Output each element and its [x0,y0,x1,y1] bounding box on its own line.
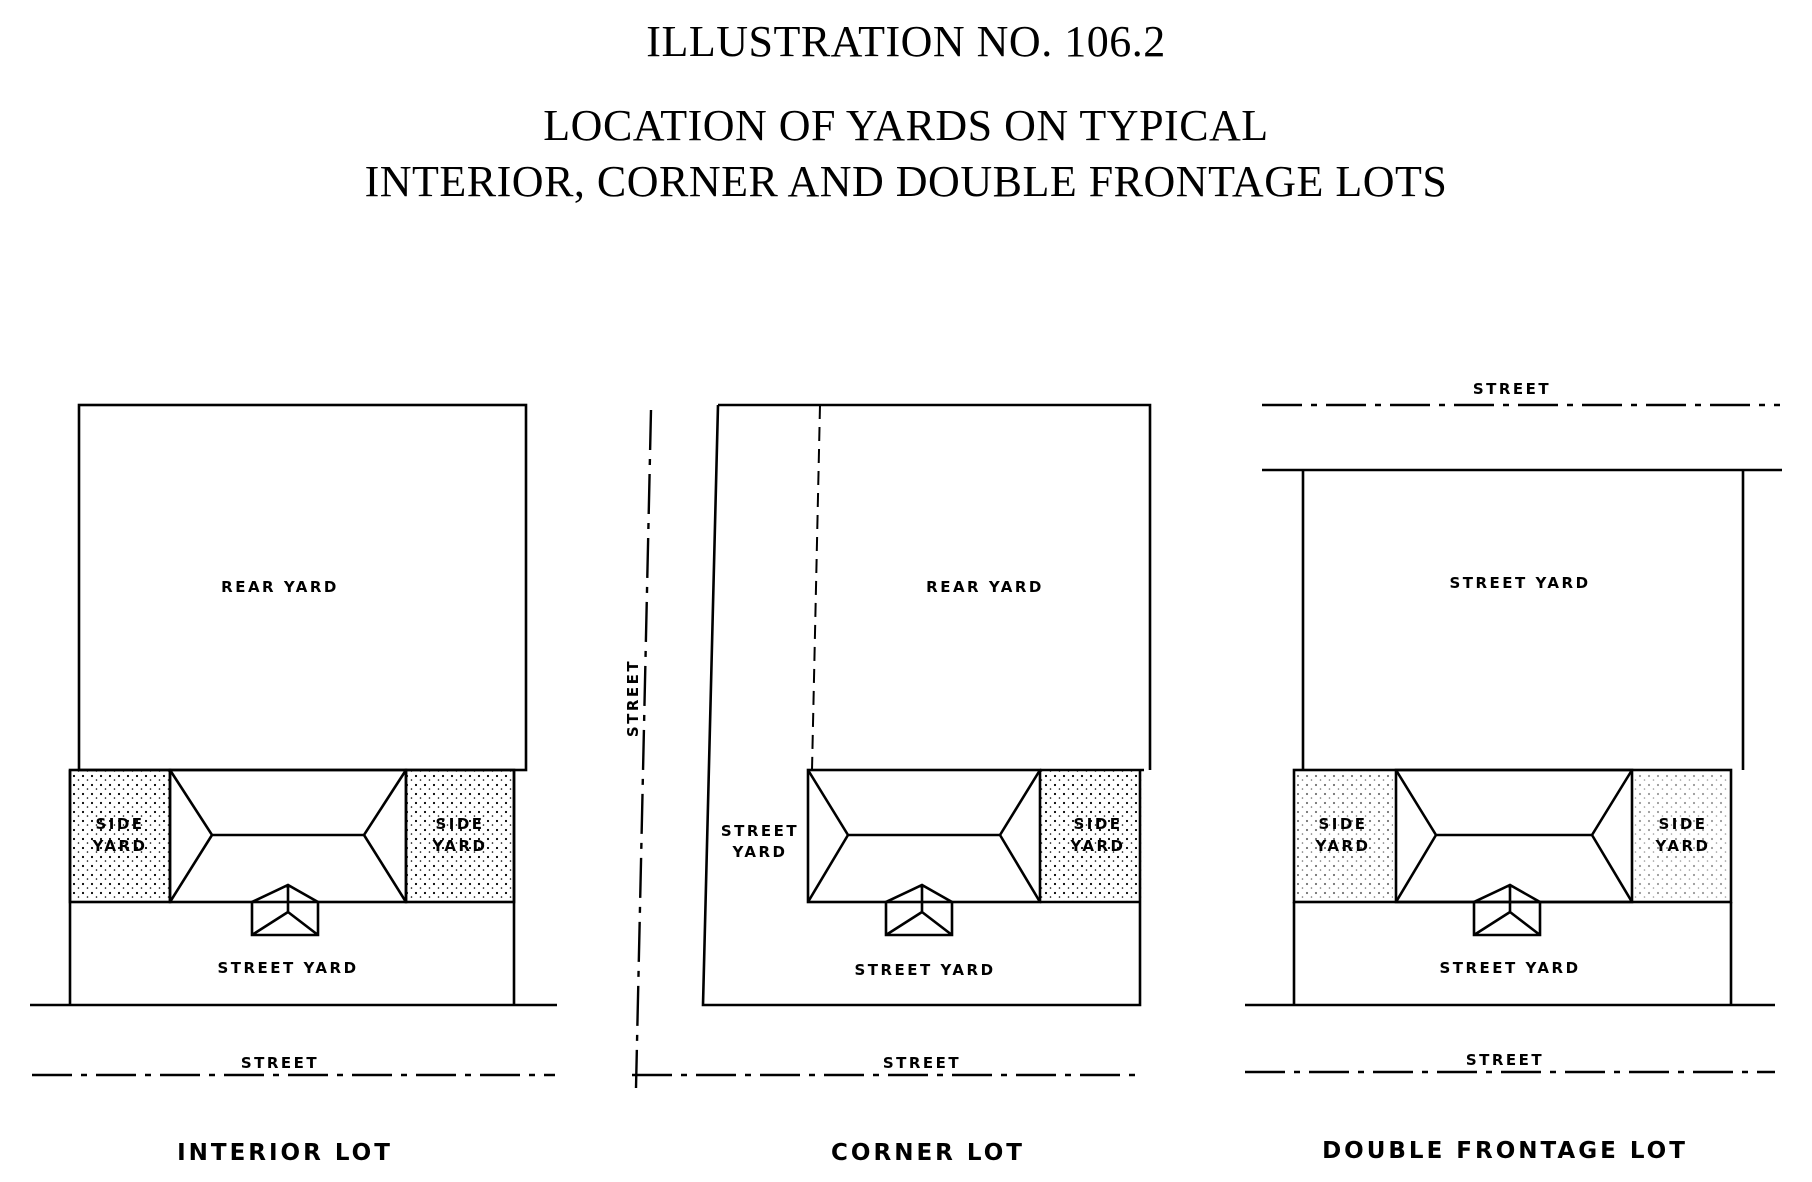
double-street-yard-front-label: STREET YARD [1439,959,1580,977]
double-side-yard-left-label-2: YARD [1314,837,1370,855]
interior-side-yard-right-area [406,770,514,902]
double-frontage-lot-caption: DOUBLE FRONTAGE LOT [1322,1138,1688,1164]
interior-street-label: STREET [241,1054,319,1072]
corner-side-yard-label-2: YARD [1069,837,1125,855]
double-house [1394,768,1634,937]
interior-side-yard-right-label-1: SIDE [435,815,484,833]
corner-side-street-line [634,409,653,1089]
title-line-1: LOCATION OF YARDS ON TYPICAL [543,101,1269,150]
corner-side-yard-label-1: SIDE [1073,815,1122,833]
double-side-yard-right-area [1633,773,1728,899]
illustration-number: ILLUSTRATION NO. 106.2 [646,17,1166,66]
interior-side-yard-right-label-2: YARD [431,837,487,855]
double-side-yard-right-label-1: SIDE [1658,815,1707,833]
corner-house [806,768,1042,937]
interior-rear-yard-label: REAR YARD [221,578,339,596]
interior-lot-caption: INTERIOR LOT [177,1140,393,1166]
corner-street-yard-side-label-1: STREET [721,822,799,840]
corner-lot: REAR YARD STREET YARD SIDE YARD STREET Y… [624,403,1152,1166]
double-side-yard-left-label-1: SIDE [1318,815,1367,833]
corner-street-left-label: STREET [624,659,642,737]
corner-rear-yard-label: REAR YARD [926,578,1044,596]
interior-street-yard-label: STREET YARD [217,959,358,977]
interior-side-yard-left-label-2: YARD [91,837,147,855]
title-line-2: INTERIOR, CORNER AND DOUBLE FRONTAGE LOT… [364,157,1448,206]
double-side-yard-right-label-2: YARD [1654,837,1710,855]
corner-street-yard-label: STREET YARD [854,961,995,979]
double-street-bottom-label: STREET [1466,1051,1544,1069]
double-side-yard-left-area [1297,773,1393,899]
corner-lot-caption: CORNER LOT [831,1140,1025,1166]
corner-setback-line [811,404,821,771]
corner-side-yard-area [1040,770,1144,902]
interior-side-yard-left-area [70,770,170,902]
corner-street-yard-side-label-2: YARD [731,843,787,861]
interior-house [168,768,408,937]
double-frontage-lot: STREET STREET YARD SIDE YARD SIDE YARD S… [1245,380,1782,1164]
double-street-yard-rear-label: STREET YARD [1449,574,1590,592]
corner-street-bottom-label: STREET [883,1054,961,1072]
interior-side-yard-left-label-1: SIDE [95,815,144,833]
interior-lot: REAR YARD SIDE YARD SIDE YARD STREET YAR… [30,403,557,1166]
double-street-top-label: STREET [1473,380,1551,398]
